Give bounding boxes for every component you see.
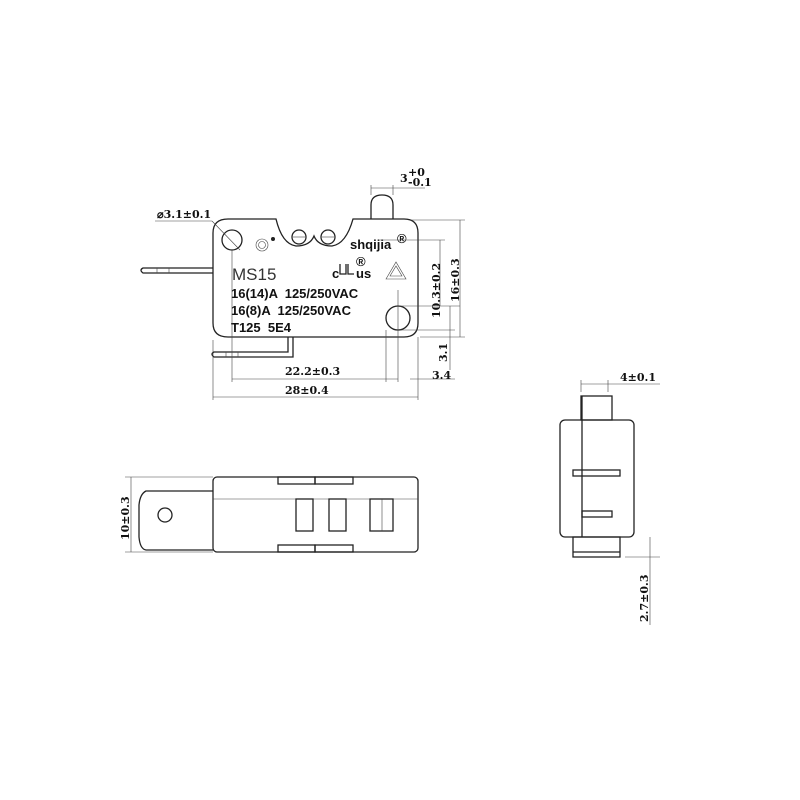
- terminal-tab: [138, 490, 213, 551]
- hole-offset-x-dim: 3.4: [432, 369, 451, 382]
- hole-spacing-dim: 22.2±0.3: [285, 365, 340, 378]
- model-label: MS15: [232, 265, 276, 284]
- ul-mark-icon: [339, 264, 354, 275]
- terminal-left: [140, 267, 213, 274]
- svg-text:us: us: [356, 266, 371, 281]
- svg-text:®: ®: [397, 231, 407, 246]
- plunger: [370, 194, 394, 219]
- rating-1: 16(14)A 125/250VAC: [231, 286, 359, 301]
- brand-label: shqijia: [350, 237, 392, 252]
- plunger-width-dim: 3: [400, 172, 408, 185]
- hole-vertical-dim: 10.3±0.2: [430, 263, 443, 318]
- logo-icon: [255, 238, 269, 252]
- body-width-dim: 10±0.3: [119, 496, 132, 540]
- svg-text:c: c: [332, 266, 339, 281]
- hole-diameter-dim: ⌀3.1±0.1: [157, 208, 211, 221]
- terminal-hole: [157, 507, 173, 523]
- svg-text:-0.1: -0.1: [408, 176, 432, 189]
- front-dimensions: ⌀3.1±0.1 3 +0 -0.1 28±0.4 22.2±0.3 3.4 1…: [155, 166, 465, 400]
- bottom-view: 10±0.3: [119, 476, 419, 553]
- rivet: [291, 229, 307, 245]
- side-plunger-width-dim: 4±0.1: [620, 371, 656, 384]
- side-view: 4±0.1 2.7±0.3: [559, 371, 660, 625]
- front-view: MS15 shqijia ® c us ® 16(14)A 125/250VAC…: [140, 194, 419, 358]
- body-height-dim: 16±0.3: [449, 258, 462, 302]
- svg-text:®: ®: [356, 254, 366, 269]
- hole-offset-y-dim: 3.1: [437, 343, 450, 362]
- body-bottom: [212, 476, 419, 553]
- svg-text:+0: +0: [408, 166, 425, 179]
- plunger-side: [580, 395, 613, 421]
- mounting-hole-left: [221, 229, 243, 251]
- rating-2: 16(8)A 125/250VAC: [231, 303, 352, 318]
- side-bottom-dim: 2.7±0.3: [638, 575, 651, 623]
- terminal-bottom: [211, 337, 294, 358]
- triangle-mark-icon: [385, 261, 407, 280]
- rating-3: T125 5E4: [231, 320, 292, 335]
- switch-body: [212, 218, 419, 338]
- overall-length-dim: 28±0.4: [285, 384, 329, 397]
- rivet: [320, 229, 336, 245]
- body-side: [559, 419, 635, 538]
